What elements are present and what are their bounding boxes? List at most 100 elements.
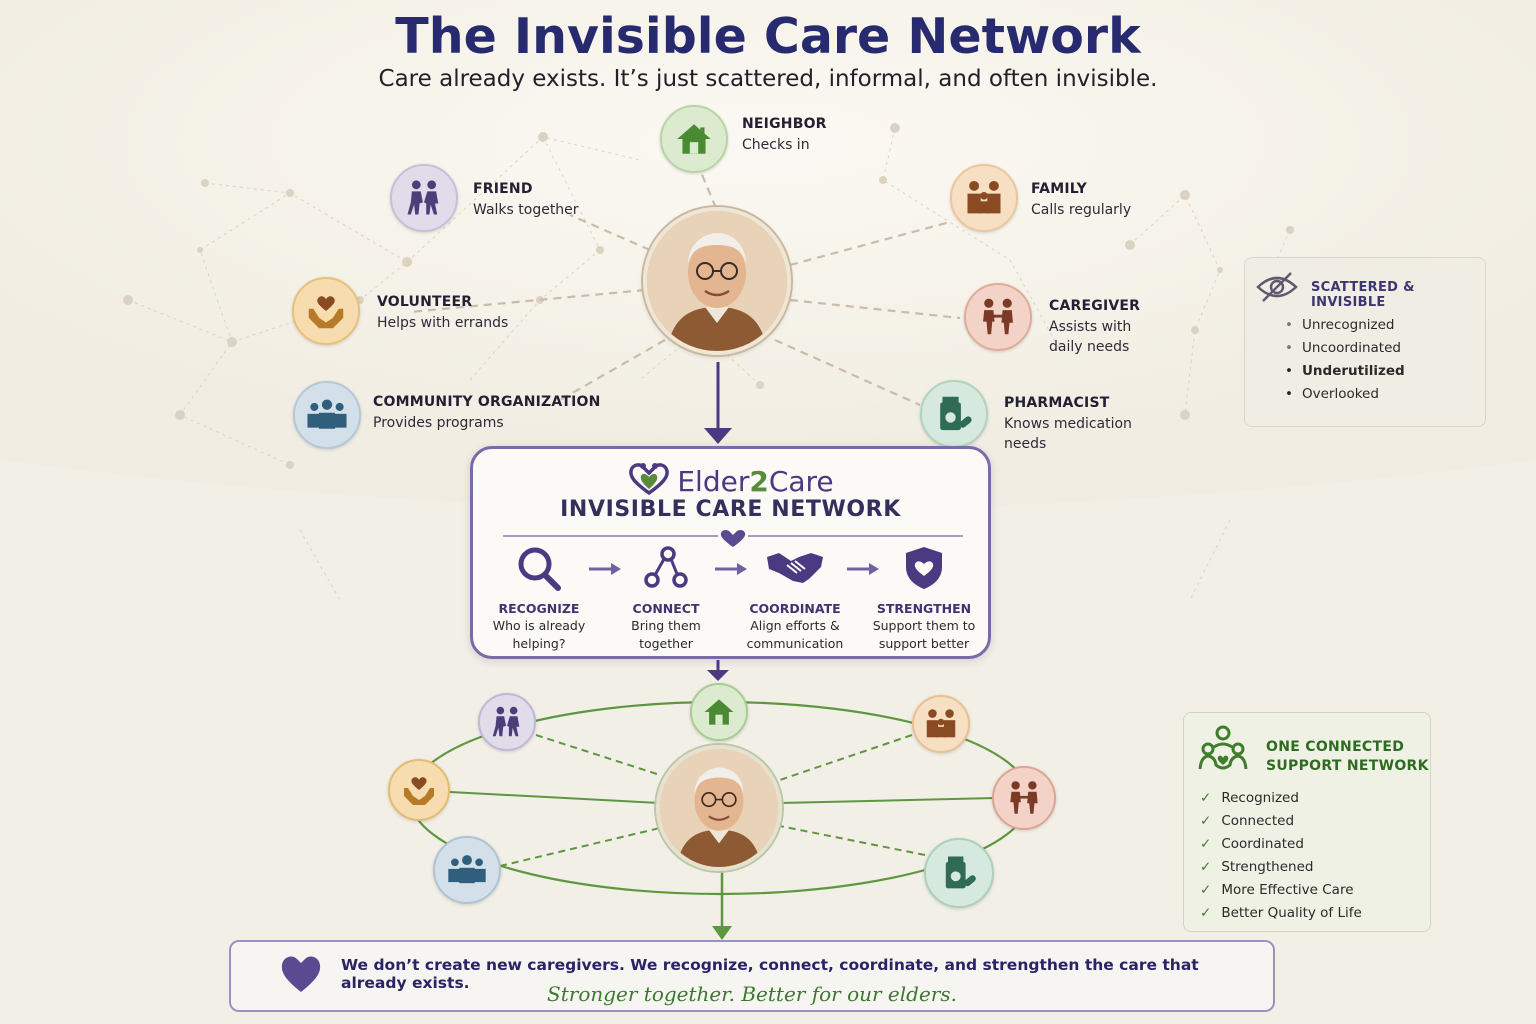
step-recognize: RECOGNIZE Who is already helping? — [479, 545, 599, 652]
connected-people-icon — [1198, 725, 1248, 770]
community-node — [293, 381, 361, 449]
shield-heart-icon — [906, 547, 942, 589]
friend-desc: Walks together — [473, 202, 579, 218]
heart-icon — [281, 956, 321, 992]
arrow-right-icon — [715, 563, 747, 575]
family-icon — [967, 180, 1001, 214]
check-icon: ✓ — [1200, 859, 1212, 875]
eye-slash-icon — [1256, 272, 1298, 302]
volunteer-role: VOLUNTEER — [377, 294, 473, 310]
arrow-right-icon — [847, 563, 879, 575]
step-strengthen: STRENGTHEN Support them to support bette… — [864, 545, 984, 652]
caregiver-small-node — [992, 766, 1056, 830]
page-title: The Invisible Care Network — [395, 8, 1141, 65]
caregiver-icon — [983, 298, 1013, 335]
step-label: RECOGNIZE — [498, 601, 580, 616]
caregiver-role: CAREGIVER — [1049, 298, 1141, 314]
check-icon: ✓ — [1200, 905, 1212, 921]
step-coordinate: COORDINATE Align efforts & communication — [735, 545, 855, 652]
elder-portrait — [643, 207, 791, 355]
pharmacist-small-node — [924, 838, 994, 908]
medicine-bottle-icon — [940, 396, 972, 431]
scattered-panel-list: •Unrecognized •Uncoordinated •Underutili… — [1285, 314, 1405, 406]
network-box-title: INVISIBLE CARE NETWORK — [560, 497, 901, 522]
elder-portrait-connected — [656, 745, 782, 871]
list-item: ✓More Effective Care — [1200, 882, 1354, 898]
volunteer-desc: Helps with errands — [377, 315, 509, 331]
list-item: •Underutilized — [1285, 363, 1405, 379]
list-item: •Uncoordinated — [1285, 340, 1401, 356]
elder-portrait-illustration — [647, 211, 787, 351]
connected-network-panel: ONE CONNECTED SUPPORT NETWORK ✓Recognize… — [1183, 712, 1431, 932]
elder-portrait-illustration — [660, 749, 778, 867]
family-small-node — [912, 695, 970, 753]
mission-statement-bar: We don’t create new caregivers. We recog… — [229, 940, 1275, 1012]
community-role: COMMUNITY ORGANIZATION — [373, 394, 601, 410]
step-desc-line-2: support better — [878, 636, 970, 651]
invisible-care-network-box: Elder2Care INVISIBLE CARE NETWORK RECOGN… — [470, 446, 991, 659]
network-icon — [644, 546, 688, 588]
brand-heart-logo-icon — [629, 463, 670, 496]
family-desc: Calls regularly — [1031, 202, 1132, 218]
step-desc-line-1: Who is already — [492, 618, 586, 633]
caregiver-desc: Assists with daily needs — [1049, 319, 1132, 355]
check-icon: ✓ — [1200, 790, 1212, 806]
scattered-panel-title: SCATTERED & INVISIBLE — [1311, 280, 1415, 310]
scattered-invisible-panel: SCATTERED & INVISIBLE •Unrecognized •Unc… — [1244, 257, 1486, 427]
community-small-node — [433, 836, 501, 904]
divider-with-heart — [503, 529, 963, 547]
neighbor-role: NEIGHBOR — [742, 116, 827, 132]
heart-hands-icon — [404, 777, 434, 805]
check-icon: ✓ — [1200, 813, 1212, 829]
connected-panel-list: ✓Recognized ✓Connected ✓Coordinated ✓Str… — [1200, 787, 1362, 925]
check-icon: ✓ — [1200, 882, 1212, 898]
friend-role: FRIEND — [473, 181, 533, 197]
group-icon — [448, 855, 486, 884]
tagline: Stronger together. Better for our elders… — [547, 982, 957, 1006]
pharmacist-desc: Knows medication needs — [1004, 416, 1132, 452]
connected-panel-title-2: SUPPORT NETWORK — [1266, 758, 1429, 774]
list-item: ✓Better Quality of Life — [1200, 905, 1362, 921]
brand-wordmark: Elder2Care — [473, 461, 988, 498]
check-icon: ✓ — [1200, 836, 1212, 852]
community-desc: Provides programs — [373, 415, 504, 431]
page-subtitle: Care already exists. It’s just scattered… — [378, 66, 1158, 92]
volunteer-node — [292, 277, 360, 345]
friend-node — [390, 164, 458, 232]
handshake-icon — [767, 553, 823, 583]
list-item: ✓Connected — [1200, 813, 1295, 829]
neighbor-desc: Checks in — [742, 137, 810, 153]
connected-panel-title-1: ONE CONNECTED — [1266, 739, 1405, 755]
step-label: CONNECT — [632, 601, 700, 616]
step-desc-line-1: Support them to — [872, 618, 976, 633]
family-icon — [926, 709, 956, 738]
list-item: ✓Recognized — [1200, 790, 1299, 806]
walking-people-icon — [407, 180, 439, 215]
group-icon — [307, 399, 347, 429]
house-icon — [677, 124, 711, 154]
walking-people-icon — [492, 706, 520, 737]
list-item: •Overlooked — [1285, 386, 1379, 402]
medicine-bottle-icon — [945, 856, 976, 889]
step-desc-line-2: helping? — [512, 636, 566, 651]
neighbor-node — [660, 105, 728, 173]
mission-statement: We don’t create new caregivers. We recog… — [341, 956, 1199, 992]
neighbor-small-node — [690, 683, 748, 741]
pharmacist-role: PHARMACIST — [1004, 395, 1110, 411]
step-desc-line-1: Align efforts & — [750, 618, 840, 633]
pharmacist-node — [920, 380, 988, 448]
step-label: COORDINATE — [749, 601, 841, 616]
step-connect: CONNECT Bring them together — [606, 545, 726, 652]
heart-hands-icon — [308, 296, 344, 329]
arrow-right-icon — [589, 563, 621, 575]
list-item: •Unrecognized — [1285, 317, 1395, 333]
step-desc-line-2: together — [639, 636, 693, 651]
step-label: STRENGTHEN — [876, 601, 972, 616]
family-node — [950, 164, 1018, 232]
friend-small-node — [478, 693, 536, 751]
house-icon — [704, 699, 734, 725]
caregiver-node — [964, 283, 1032, 351]
list-item: ✓Coordinated — [1200, 836, 1304, 852]
step-desc-line-1: Bring them — [631, 618, 701, 633]
magnifier-icon — [518, 547, 561, 591]
